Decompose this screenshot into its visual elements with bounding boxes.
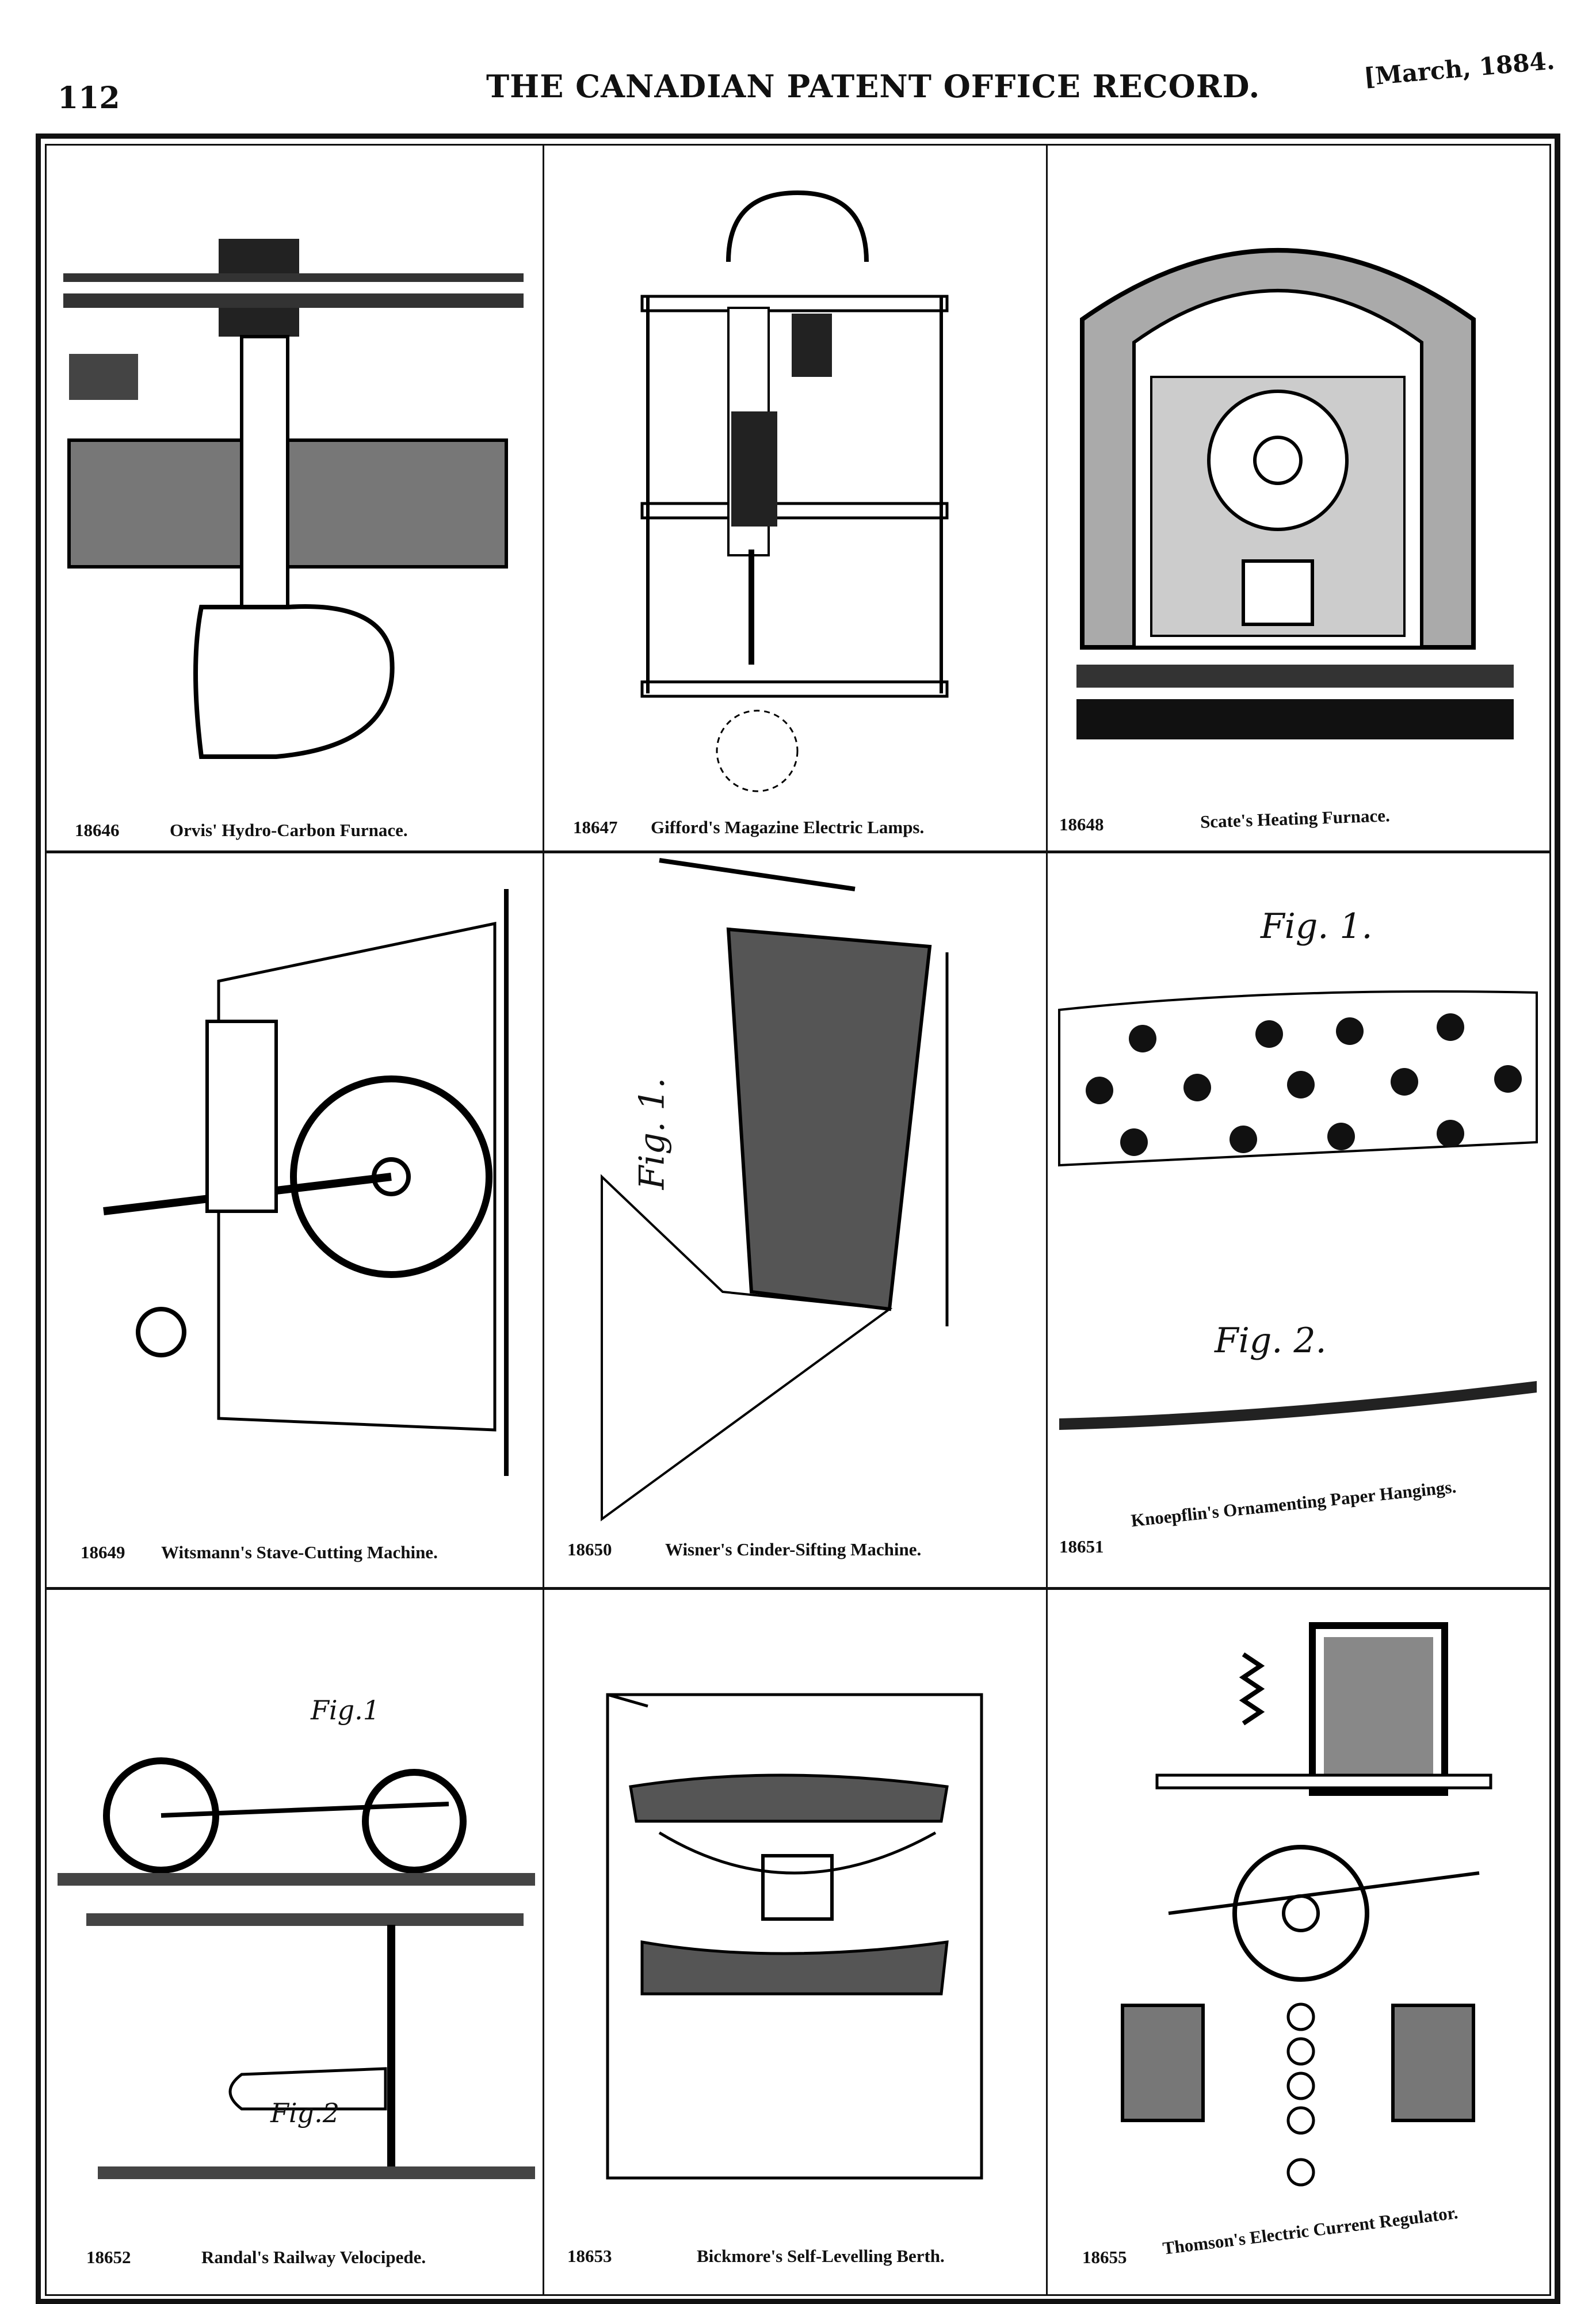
page-frame <box>36 133 1560 2304</box>
figure-label: Fig.1 <box>311 1695 380 1726</box>
journal-title: THE CANADIAN PATENT OFFICE RECORD. <box>486 68 1261 105</box>
patent-number: 18651 <box>1059 1536 1104 1557</box>
patent-cell-18647: 18647 Gifford's Magazine Electric Lamps. <box>544 147 1045 849</box>
plate-border <box>45 144 1551 2296</box>
patent-title: Gifford's Magazine Electric Lamps. <box>651 817 925 837</box>
patent-number: 18650 <box>567 1539 612 1559</box>
patent-cell-18646: 18646 Orvis' Hydro-Carbon Furnace. <box>46 147 541 849</box>
patent-cell-18651: Fig. 1. Fig. 2. 18651 Knoepflin's Orname… <box>1048 855 1548 1585</box>
patent-title: Randal's Railway Velocipede. <box>201 2247 426 2267</box>
current-regulator-drawing <box>1121 1622 1492 2187</box>
patent-title: Wisner's Cinder-Sifting Machine. <box>665 1539 922 1559</box>
patent-cell-18653: 18653 Bickmore's Self-Levelling Berth. <box>544 1591 1045 2293</box>
cinder-sifting-machine-drawing <box>601 858 949 1521</box>
railway-velocipede-drawing <box>58 1757 535 2179</box>
figure-label: Fig. 1. <box>1261 906 1373 947</box>
patent-cell-18655: 18655 Thomson's Electric Current Regulat… <box>1048 1591 1548 2293</box>
patent-title: Witsmann's Stave-Cutting Machine. <box>161 1542 438 1562</box>
figure-label: Fig.2 <box>270 2097 339 2128</box>
patent-cell-18649: 18649 Witsmann's Stave-Cutting Machine. <box>46 855 541 1585</box>
patent-number: 18648 <box>1059 814 1104 834</box>
patent-number: 18649 <box>81 1542 125 1562</box>
row-divider <box>45 1587 1551 1590</box>
patent-number: 18646 <box>75 820 120 840</box>
issue-date: [March, 1884. <box>1362 46 1556 91</box>
patent-cell-18648: 18648 Scate's Heating Furnace. <box>1048 147 1548 849</box>
heating-furnace-drawing <box>1076 248 1514 739</box>
patent-title: Orvis' Hydro-Carbon Furnace. <box>170 820 408 840</box>
paper-hanging-drawing <box>1058 990 1538 1430</box>
furnace-drawing <box>63 239 524 759</box>
patent-number: 18652 <box>86 2247 131 2267</box>
column-divider <box>1046 144 1048 2296</box>
self-levelling-berth-drawing <box>606 1693 983 2180</box>
row-divider <box>45 850 1551 853</box>
figure-label: Fig. 1. <box>632 1077 673 1190</box>
patent-cell-18650: Fig. 1. 18650 Wisner's Cinder-Sifting Ma… <box>544 855 1045 1585</box>
patent-number: 18647 <box>573 817 618 837</box>
stave-cutting-machine-drawing <box>103 889 509 1476</box>
figure-label: Fig. 2. <box>1215 1321 1327 1361</box>
electric-lamp-drawing <box>640 190 949 792</box>
patent-number: 18653 <box>567 2246 612 2266</box>
page-number: 112 <box>58 81 120 116</box>
patent-title: Bickmore's Self-Levelling Berth. <box>697 2246 945 2266</box>
patent-cell-18652: Fig.1 Fig.2 18652 Randal's Railway Veloc… <box>46 1591 541 2293</box>
patent-number: 18655 <box>1082 2247 1127 2267</box>
column-divider <box>543 144 544 2296</box>
